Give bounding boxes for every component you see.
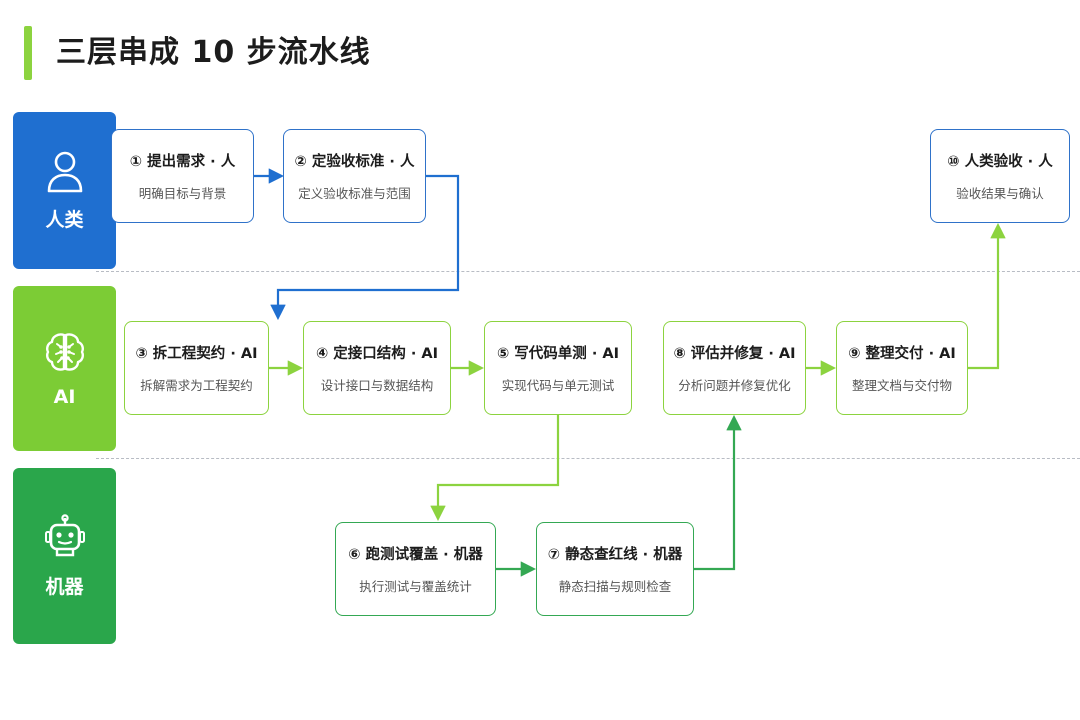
step-title: ④ 定接口结构 · AI [315, 346, 439, 362]
step-6-box: ⑥ 跑测试覆盖 · 机器 执行测试与覆盖统计 [335, 522, 496, 616]
step-desc: 静态扫描与规则检查 [558, 579, 672, 594]
lane-human: 人类 [13, 112, 116, 269]
lane-ai-label: AI [53, 385, 76, 408]
step-title: ⑦ 静态查红线 · 机器 [547, 547, 683, 563]
step-2-box: ② 定验收标准 · 人 定义验收标准与范围 [283, 129, 426, 223]
step-5-box: ⑤ 写代码单测 · AI 实现代码与单元测试 [484, 321, 632, 415]
step-title: ⑨ 整理交付 · AI [848, 346, 956, 362]
step-desc: 定义验收标准与范围 [298, 186, 411, 201]
step-8-box: ⑧ 评估并修复 · AI 分析问题并修复优化 [663, 321, 806, 415]
lane-separator [96, 271, 1080, 272]
step-title: ⑥ 跑测试覆盖 · 机器 [348, 547, 483, 563]
step-1-box: ① 提出需求 · 人 明确目标与背景 [111, 129, 254, 223]
arrow-step5-to-step6 [430, 415, 560, 522]
step-desc: 设计接口与数据结构 [320, 378, 434, 393]
step-3-box: ③ 拆工程契约 · AI 拆解需求为工程契约 [124, 321, 269, 415]
step-title: ⑤ 写代码单测 · AI [496, 346, 620, 362]
lane-machine: 机器 [13, 468, 116, 644]
step-4-box: ④ 定接口结构 · AI 设计接口与数据结构 [303, 321, 451, 415]
lane-ai: AI [13, 286, 116, 451]
step-9-box: ⑨ 整理交付 · AI 整理文档与交付物 [836, 321, 968, 415]
title-accent-bar [24, 26, 32, 80]
step-desc: 分析问题并修复优化 [678, 378, 791, 393]
page-title: 三层串成 10 步流水线 [56, 35, 371, 70]
step-desc: 验收结果与确认 [956, 186, 1044, 201]
brain-icon [45, 332, 84, 371]
robot-icon [44, 513, 85, 556]
step-title: ③ 拆工程契约 · AI [135, 346, 258, 362]
arrow-step2-to-step3 [270, 174, 460, 321]
arrow-step7-to-step8 [694, 414, 742, 571]
step-desc: 明确目标与背景 [138, 186, 227, 201]
step-title: ① 提出需求 · 人 [129, 154, 236, 170]
step-desc: 拆解需求为工程契约 [140, 378, 253, 393]
step-desc: 执行测试与覆盖统计 [359, 579, 472, 594]
person-icon [47, 151, 82, 193]
arrow-step9-to-step10 [968, 222, 1006, 370]
step-desc: 实现代码与单元测试 [501, 378, 615, 393]
step-title: ⑧ 评估并修复 · AI [673, 346, 796, 362]
step-desc: 整理文档与交付物 [851, 378, 952, 393]
step-7-box: ⑦ 静态查红线 · 机器 静态扫描与规则检查 [536, 522, 694, 616]
step-title: ⑩ 人类验收 · 人 [947, 154, 1053, 170]
step-title: ② 定验收标准 · 人 [294, 154, 415, 170]
step-10-box: ⑩ 人类验收 · 人 验收结果与确认 [930, 129, 1070, 223]
lane-machine-label: 机器 [45, 575, 84, 598]
lane-human-label: 人类 [45, 209, 84, 231]
lane-separator [96, 458, 1080, 459]
